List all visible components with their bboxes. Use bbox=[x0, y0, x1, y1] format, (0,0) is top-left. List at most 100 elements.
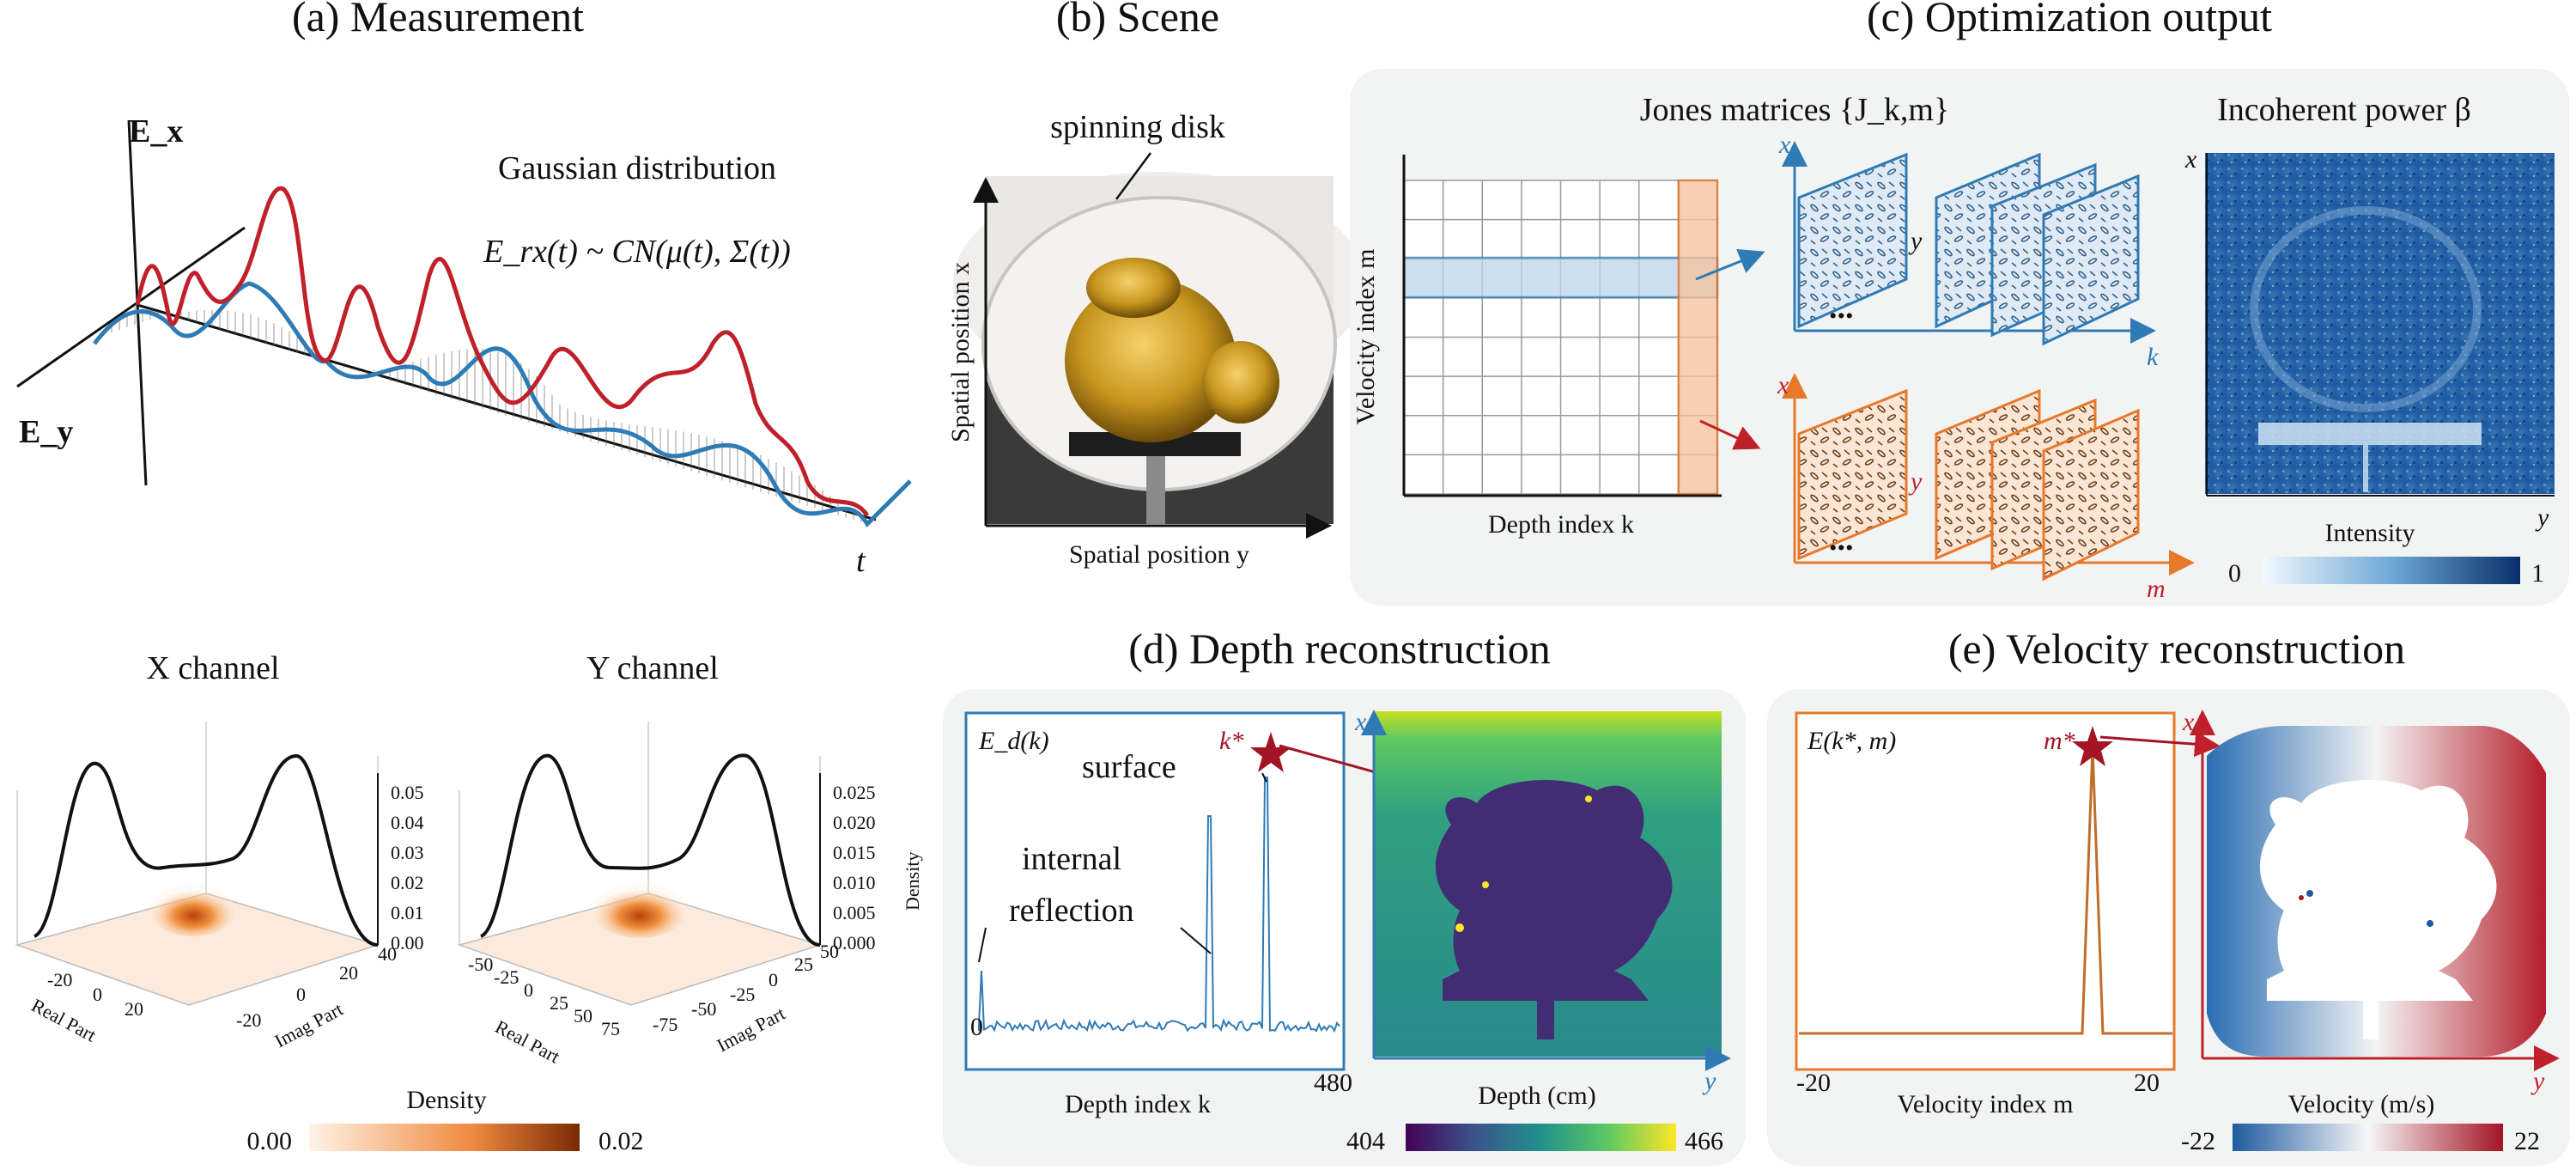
depth-colorbar-max: 466 bbox=[1685, 1127, 1723, 1155]
depth-xlabel: Depth index k bbox=[1065, 1090, 1211, 1118]
scene-photo bbox=[953, 172, 1365, 524]
x-z-tick: 0.03 bbox=[391, 842, 424, 863]
x-imag-tick: 20 bbox=[339, 962, 358, 984]
orange-stack-x-label: x bbox=[1777, 371, 1789, 399]
y-z-axis-label: Density bbox=[902, 852, 923, 911]
t-label: t bbox=[856, 543, 866, 579]
x-imag-axis-label: Imag Part bbox=[271, 998, 347, 1052]
panel-e-title: (e) Velocity reconstruction bbox=[1948, 625, 2405, 673]
incoherent-x-label: x bbox=[2184, 145, 2197, 174]
y-channel-z-ticks: 0.025 0.020 0.015 0.010 0.005 0.000 bbox=[833, 782, 876, 954]
density-colorbar-max: 0.02 bbox=[598, 1127, 644, 1155]
y-real-tick: 50 bbox=[574, 1005, 592, 1027]
y-imag-tick: 50 bbox=[820, 941, 839, 962]
orange-stack-ellipsis: ... bbox=[1829, 521, 1854, 558]
x-imag-tick: 40 bbox=[378, 943, 397, 965]
velocity-map-x-label: x bbox=[2182, 708, 2195, 736]
y-z-tick: 0.025 bbox=[833, 782, 876, 803]
wave-hatch bbox=[94, 305, 867, 524]
depth-map-x-label: x bbox=[1354, 708, 1367, 736]
depth-peak-star bbox=[1250, 732, 1291, 772]
velocity-colorbar-min: -22 bbox=[2181, 1127, 2215, 1155]
y-real-tick: -50 bbox=[468, 954, 493, 975]
incoherent-y-label: y bbox=[2535, 503, 2549, 532]
y-channel-real-ticks: -50 -25 0 25 50 75 bbox=[468, 954, 620, 1039]
y-real-tick: 0 bbox=[524, 979, 533, 1001]
blue-stack-k-label: k bbox=[2147, 343, 2159, 371]
velocity-xmin: -20 bbox=[1796, 1069, 1831, 1097]
x-channel-imag-ticks: -20 0 20 40 bbox=[236, 943, 397, 1031]
x-real-tick: -20 bbox=[47, 969, 72, 990]
intensity-min: 0 bbox=[2228, 559, 2241, 588]
depth-ylabel: E_d(k) bbox=[978, 727, 1049, 755]
depth-map-label: Depth (cm) bbox=[1478, 1082, 1595, 1110]
annotation-leader bbox=[1115, 152, 1152, 200]
panel-a-title: (a) Measurement bbox=[292, 0, 584, 40]
x-channel-z-ticks: 0.05 0.04 0.03 0.02 0.01 0.00 bbox=[391, 782, 424, 954]
x-z-tick: 0.05 bbox=[391, 782, 424, 803]
depth-zero: 0 bbox=[970, 1013, 983, 1041]
depth-colorbar bbox=[1406, 1124, 1676, 1151]
x-real-tick: 20 bbox=[125, 998, 143, 1020]
gaussian-formula: E_rx(t) ~ CN(μ(t), Σ(t)) bbox=[483, 234, 791, 270]
x-channel-real-ticks: -20 0 20 bbox=[47, 969, 143, 1020]
depth-internal-label: internal bbox=[1022, 841, 1121, 877]
x-imag-tick: 0 bbox=[296, 984, 306, 1005]
incoherent-title: Incoherent power β bbox=[2217, 92, 2471, 128]
blue-stack-y-label: y bbox=[1908, 227, 1923, 255]
orange-matrix-stack bbox=[1782, 373, 2195, 582]
y-z-tick: 0.015 bbox=[833, 842, 876, 863]
intensity-colorbar bbox=[2263, 557, 2520, 584]
gold-cat-figurine bbox=[1065, 279, 1236, 442]
y-imag-tick: -75 bbox=[653, 1014, 677, 1035]
y-imag-tick: -50 bbox=[691, 998, 716, 1020]
velocity-plot-frame bbox=[1795, 711, 2176, 1071]
velocity-peak-star bbox=[2072, 726, 2113, 766]
jones-column-highlight bbox=[1677, 179, 1719, 496]
x-z-tick: 0.04 bbox=[391, 812, 424, 833]
y-real-tick: 25 bbox=[550, 992, 568, 1014]
arrow-to-orange-stack bbox=[1699, 419, 1761, 450]
velocity-xmax: 20 bbox=[2134, 1069, 2160, 1097]
y-channel-marginal bbox=[479, 753, 821, 947]
velocity-link-arrow bbox=[2099, 731, 2221, 758]
panel-b-title: (b) Scene bbox=[1056, 0, 1219, 40]
depth-xmax: 480 bbox=[1314, 1069, 1352, 1097]
incoherent-cat-outline bbox=[2250, 206, 2482, 412]
x-channel-marginal bbox=[33, 753, 379, 947]
ey-axis bbox=[16, 226, 246, 388]
y-channel-plot: 0.025 0.020 0.015 0.010 0.005 0.000 Dens… bbox=[457, 722, 923, 1068]
y-z-tick: 0.010 bbox=[833, 872, 876, 893]
y-real-axis-label: Real Part bbox=[492, 1015, 563, 1067]
depth-map bbox=[1374, 711, 1722, 1057]
y-imag-tick: -25 bbox=[730, 984, 755, 1005]
x-real-tick: 0 bbox=[93, 984, 102, 1005]
x-channel-title: X channel bbox=[146, 650, 279, 686]
y-imag-tick: 25 bbox=[794, 954, 813, 975]
velocity-colorbar-max: 22 bbox=[2514, 1127, 2540, 1155]
orange-stack-m-label: m bbox=[2147, 575, 2166, 603]
y-channel-density-bump bbox=[592, 883, 687, 938]
depth-energy-trace bbox=[978, 777, 1340, 1033]
depth-plot-frame bbox=[964, 711, 1346, 1071]
x-z-tick: 0.01 bbox=[391, 902, 424, 923]
velocity-map bbox=[2207, 726, 2546, 1057]
orange-stack-y-label: y bbox=[1908, 467, 1923, 496]
intensity-label: Intensity bbox=[2325, 519, 2415, 547]
y-z-tick: 0.005 bbox=[833, 902, 876, 923]
x-channel-plot: 0.05 0.04 0.03 0.02 0.01 0.00 -20 0 20 -… bbox=[15, 722, 424, 1052]
scene-y-label: Spatial position x bbox=[946, 262, 975, 442]
y-channel-title: Y channel bbox=[586, 650, 719, 686]
ex-label: E_x bbox=[129, 113, 183, 149]
ey-label: E_y bbox=[19, 414, 73, 450]
panel-d-title: (d) Depth reconstruction bbox=[1128, 625, 1551, 673]
y-z-tick: 0.000 bbox=[833, 932, 876, 954]
depth-surface-label: surface bbox=[1082, 749, 1176, 785]
depth-colorbar-min: 404 bbox=[1346, 1127, 1385, 1155]
depth-kstar: k* bbox=[1219, 727, 1243, 755]
velocity-xlabel: Velocity index m bbox=[1898, 1090, 2074, 1118]
ex-wave bbox=[135, 186, 870, 517]
velocity-colorbar bbox=[2233, 1124, 2503, 1151]
x-real-axis-label: Real Part bbox=[28, 994, 100, 1045]
jones-grid bbox=[1402, 155, 1722, 497]
